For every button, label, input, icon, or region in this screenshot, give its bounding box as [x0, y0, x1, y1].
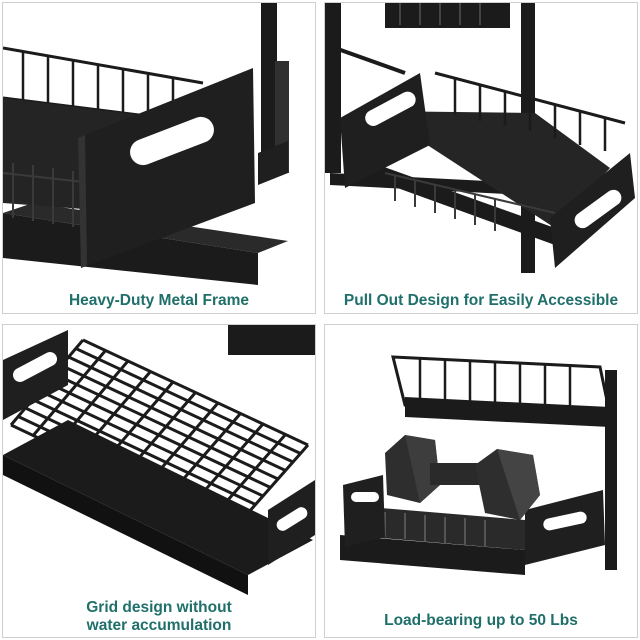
grid-wire: [82, 338, 309, 447]
wire-grid-image: [3, 325, 315, 595]
grid-wire: [53, 372, 279, 481]
grid-wire: [209, 433, 287, 521]
grid-wire: [187, 423, 265, 510]
pull-out-drawer-image: [325, 3, 635, 273]
grid-wire: [67, 355, 294, 464]
grid-wire: [231, 444, 310, 531]
caption-grid-design-text: Grid design without water accumulation: [86, 599, 232, 634]
feature-panel-grid: Grid design without water accumulation: [2, 324, 316, 638]
caption-grid-design: Grid design without water accumulation: [3, 599, 315, 635]
grid-wire: [75, 347, 302, 455]
feature-panel-load-bearing: Load-bearing up to 50 Lbs: [324, 324, 638, 638]
load-bearing-dumbbell-image: [340, 355, 617, 575]
feature-panel-pull-out: Pull Out Design for Easily Accessible: [324, 2, 638, 314]
caption-pull-out-design: Pull Out Design for Easily Accessible: [343, 292, 619, 309]
caption-load-bearing: Load-bearing up to 50 Lbs: [384, 612, 578, 629]
grid-wire: [46, 381, 272, 489]
feature-panel-frame: Heavy-Duty Metal Frame: [2, 2, 316, 314]
grid-wire: [60, 364, 287, 472]
caption-heavy-duty-frame: Heavy-Duty Metal Frame: [68, 292, 250, 309]
grid-wire: [143, 402, 220, 489]
frame-closeup-image: [3, 3, 289, 285]
grid-wire: [165, 412, 242, 500]
